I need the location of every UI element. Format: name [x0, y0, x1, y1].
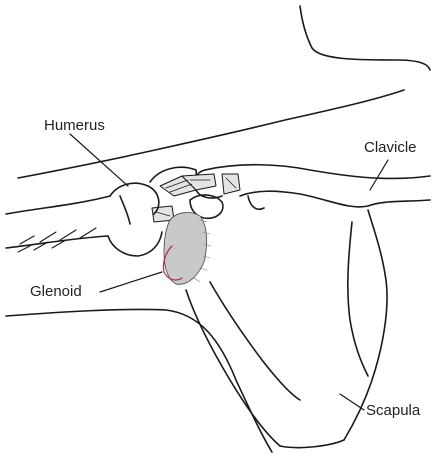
- arm-underside: [6, 309, 272, 452]
- scapula-lateral-border: [186, 290, 280, 446]
- clavicle-label: Clavicle: [364, 140, 417, 155]
- scapula-inferior-angle: [280, 440, 344, 448]
- scapula-spine: [348, 222, 368, 376]
- humerus-label: Humerus: [44, 118, 105, 133]
- coracoid-tip: [248, 196, 264, 209]
- scapula-ridge: [210, 282, 300, 400]
- clavicle-leader-line: [370, 160, 388, 190]
- glenoid-label: Glenoid: [30, 284, 82, 299]
- humerus-leader-line: [70, 134, 128, 186]
- scapula-leader-line: [340, 394, 364, 410]
- scapula-label: Scapula: [366, 403, 420, 418]
- body-contour: [18, 90, 404, 178]
- humerus-shading: [18, 228, 96, 252]
- glenoid-leader-line: [100, 272, 162, 292]
- humerus-shaft-bottom: [6, 236, 108, 248]
- humerus-shaft-top: [6, 196, 110, 214]
- greater-tuberosity: [120, 196, 130, 224]
- neck-outline: [300, 6, 430, 70]
